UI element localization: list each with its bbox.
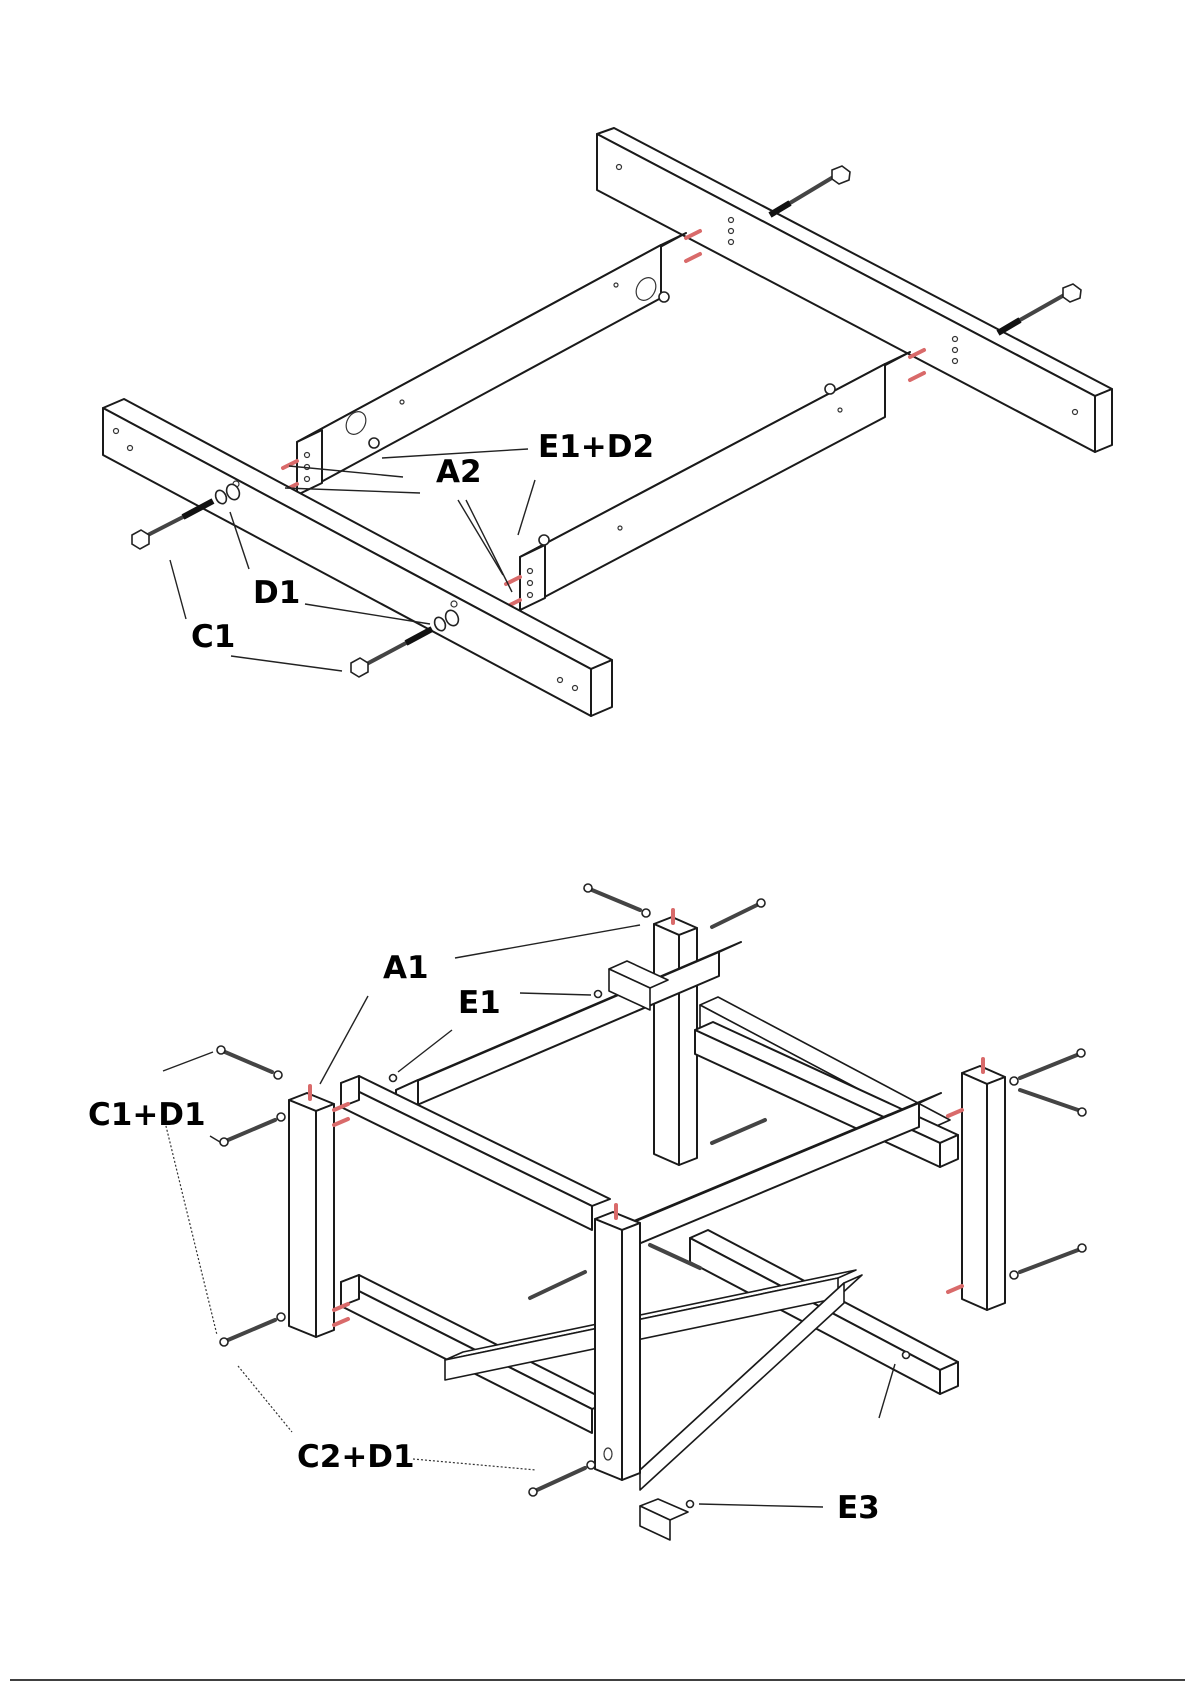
label-c1-d1: C1+D1	[88, 1097, 206, 1133]
label-c2-d1: C2+D1	[297, 1439, 415, 1475]
leg-back	[654, 910, 697, 1165]
leg-center	[595, 1205, 640, 1480]
label-a2: A2	[436, 454, 482, 490]
label-d1: D1	[253, 575, 300, 611]
lower-front-rail-end	[640, 1499, 688, 1540]
bolt-left-upper-2	[220, 1113, 285, 1146]
bolt-right-upper-2	[1020, 1090, 1086, 1116]
nut-e1-back	[595, 991, 602, 998]
leg-right	[948, 1059, 1005, 1310]
right-long-rail	[506, 350, 924, 610]
bolt-right-upper-1	[1010, 1049, 1085, 1085]
nut-e3-right	[903, 1352, 910, 1359]
bolt-a1-back-right	[712, 899, 765, 927]
bottom-leaders	[163, 925, 895, 1507]
bolt-back-lower	[998, 284, 1081, 333]
lower-crossbar-back	[445, 1270, 856, 1380]
upper-right-crossbar	[600, 1093, 941, 1260]
left-upper-side-rail	[341, 1076, 610, 1230]
bolt-left-upper-1	[217, 1046, 282, 1079]
bolt-left-lower	[220, 1313, 285, 1346]
bolt-inner-upper	[712, 1120, 765, 1143]
label-e1-d2: E1+D2	[538, 429, 654, 465]
label-a1: A1	[383, 950, 429, 986]
top-figure: E1+D2 A2 D1 C1	[103, 128, 1112, 716]
nut-e1-left	[390, 1075, 397, 1082]
leg-left	[289, 1086, 348, 1337]
bolt-a1-back-left	[584, 884, 650, 917]
bolt-right-lower	[1010, 1244, 1086, 1279]
bolt-back-upper	[770, 166, 850, 215]
label-e3: E3	[837, 1490, 880, 1526]
nut-e3-front	[687, 1501, 694, 1508]
bolt-center-lower	[529, 1461, 595, 1496]
bottom-figure: A1 E1 C1+D1 C2+D1 E3	[88, 884, 1086, 1540]
label-c1: C1	[191, 619, 235, 655]
label-e1: E1	[458, 985, 501, 1021]
